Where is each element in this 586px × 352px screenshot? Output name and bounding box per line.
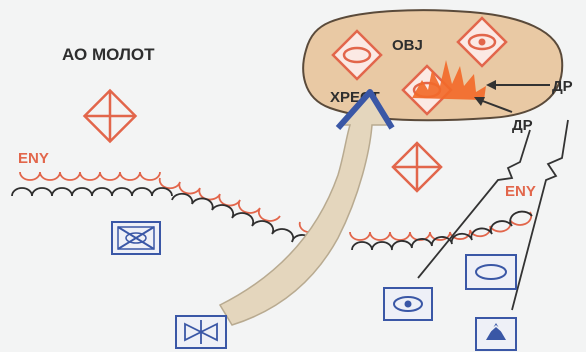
attack-arrowhead: [335, 89, 395, 130]
enemy-diamond-crossed-left: [82, 88, 138, 144]
attack-arrow: [218, 90, 390, 326]
objective-label: OBJ: [392, 37, 423, 54]
dp-upper-label: ДР: [552, 78, 573, 95]
enemy-diamond-eye: [456, 16, 508, 68]
dp-lower-arrow-line: [479, 99, 513, 113]
enemy-line-red: [19, 171, 533, 241]
enemy-label-left: ENY: [18, 150, 49, 167]
friendly-unit-oval: [465, 254, 517, 290]
boundary-line-right: [511, 119, 569, 311]
enemy-diamond-oval-left: [331, 29, 383, 81]
fire-burst-icon: [412, 60, 486, 100]
friendly-unit-eye: [383, 287, 433, 321]
enemy-line-dark: [11, 187, 533, 251]
dp-lower-arrowhead: [474, 97, 485, 106]
boundary-line-left: [417, 129, 531, 279]
friendly-unit-chevron: [475, 317, 517, 351]
dp-lower-label: ДР: [512, 117, 533, 134]
friendly-unit-crossed: [111, 221, 161, 255]
friendly-unit-bowtie: [175, 315, 227, 349]
dp-upper-arrowhead: [486, 80, 496, 90]
enemy-label-right: ENY: [505, 183, 536, 200]
area-name-label: АО МОЛОТ: [62, 45, 155, 64]
enemy-diamond-crossed-right: [391, 141, 443, 193]
